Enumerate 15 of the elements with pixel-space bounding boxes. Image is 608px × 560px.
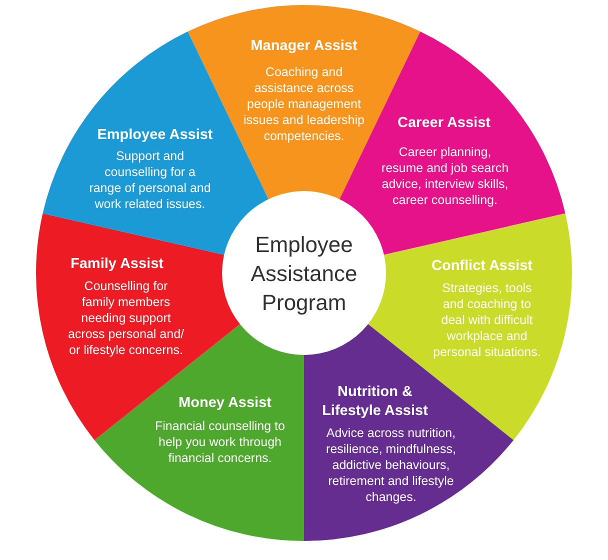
segment-title: Family Assist bbox=[70, 255, 164, 274]
segment-description: Career planning, resume and job search advice, interview skills, career counselling. bbox=[380, 144, 510, 208]
segment-description: Coaching and assistance across people management issues and leadership competencies. bbox=[242, 64, 366, 144]
segment-description: Support and counselling for a range of personal and work related issues. bbox=[88, 148, 212, 212]
segment-description: Strategies, tools and coaching to deal with difficult workplace and personal situations. bbox=[432, 280, 542, 360]
program-title: Employee Assistance Program bbox=[250, 231, 358, 317]
segment-description: Advice across nutrition, resilience, mindfulness, addictive behaviours, retirement and lifestyle changes. bbox=[325, 425, 457, 505]
segment-title: Career Assist bbox=[396, 114, 492, 133]
segment-title: Nutrition & Lifestyle Assist bbox=[321, 383, 429, 421]
segment-title: Conflict Assist bbox=[430, 257, 534, 276]
segment-title: Employee Assist bbox=[96, 126, 214, 145]
segment-title: Money Assist bbox=[178, 394, 272, 413]
segment-description: Financial counselling to help you work through financial concerns. bbox=[154, 418, 286, 466]
segment-title: Manager Assist bbox=[250, 37, 358, 56]
segment-description: Counselling for family members needing support across personal and/ or lifestyle concerns. bbox=[67, 278, 185, 358]
